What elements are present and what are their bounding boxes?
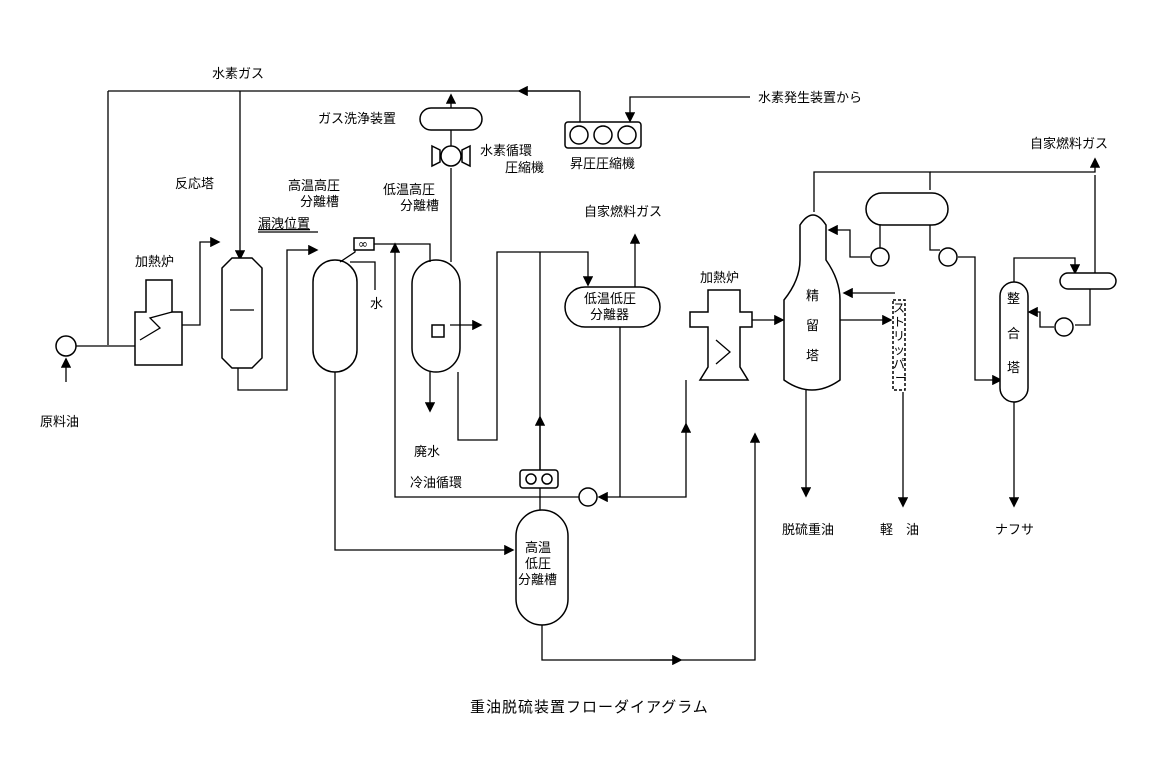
desulf-heavy-oil-label: 脱硫重油 [782,522,834,538]
stripper-label-6: ー [895,371,907,385]
gas-washer-icon [419,107,483,131]
lt-hp-separator-label-1: 低温高圧 [383,182,435,198]
compressors [419,107,642,168]
hydrogen-lines [107,85,750,345]
stripper-label-3: リ [893,329,905,343]
stripper-label-1: ス [893,301,905,315]
h2-recycle-label-2: 圧縮機 [505,160,544,176]
waste-water-label: 廃水 [414,444,440,460]
lt-lp-separator-label-2: 分離器 [590,308,629,323]
reactor-label: 反応塔 [175,177,214,192]
feed-section [55,236,319,391]
heater-left-icon [134,279,183,366]
reactor-icon [221,257,263,369]
stripper-icon [892,299,906,391]
fractionator-icon [783,214,841,391]
water-label: 水 [370,297,383,312]
fractionator-label-2: 留 [806,319,819,334]
booster-compressor-label: 昇圧圧縮機 [570,156,635,172]
fractionator-label-3: 塔 [806,349,819,364]
ht-hp-separator-label-1: 高温高圧 [288,178,340,194]
separators: ∞ [312,233,761,666]
hydrogen-gas-label: 水素ガス [212,67,264,82]
ht-hp-separator-label-2: 分離槽 [300,195,339,210]
recycle-pump [578,487,598,507]
lt-lp-separator-label-1: 低温低圧 [584,292,636,307]
ht-lp-separator-label-3: 分離槽 [518,573,557,588]
stripper-label-2: ト [893,315,905,329]
leak-position-label: 漏洩位置 [258,216,310,232]
own-fuel-gas-mid-label: 自家燃料ガス [584,204,662,220]
stabilizer-pump [1054,317,1074,337]
reflux-pump [870,247,890,267]
lt-lp-separator-icon [564,286,661,328]
overhead-drum-icon [865,192,949,226]
cold-oil-recycle-label: 冷油循環 [410,476,462,491]
h2-recycle-compressor-icon [431,144,441,168]
from-h2-plant-label: 水素発生装置から [758,91,862,106]
ht-hp-separator-icon [312,259,358,373]
heater-right-icon [689,289,753,381]
lt-hp-separator-icon [411,259,461,373]
stripper-label-5: パ [893,357,905,371]
stabilizer-label-2: 合 [1007,327,1020,342]
lt-hp-separator-label-2: 分離槽 [400,199,439,214]
gas-washer-label: ガス洗浄装置 [318,112,396,127]
svg-text:∞: ∞ [358,237,368,251]
ht-lp-separator-label-1: 高温 [525,540,551,556]
h2-recycle-label-1: 水素循環 [480,144,532,159]
own-fuel-gas-top-label: 自家燃料ガス [1030,136,1108,152]
heater-left-label: 加熱炉 [135,255,174,270]
stabilizer-label-1: 整 [1007,292,1020,307]
stripper-label-4: ッ [893,343,905,357]
naphtha-label: ナフサ [995,523,1034,538]
feed-pump [55,335,77,357]
feed-oil-label: 原料油 [40,415,79,430]
stabilizer-drum-icon [1059,272,1117,290]
diagram-title: 重油脱硫装置フローダイアグラム [470,698,709,716]
ht-lp-separator-label-2: 低圧 [525,557,551,572]
fractionation-section [685,157,1117,508]
heater-right-label: 加熱炉 [700,271,739,286]
labels: 水素ガス 水素発生装置から ガス洗浄装置 水素循環 圧縮機 昇圧圧縮機 自家燃料… [40,67,1108,588]
fractionator-label-1: 精 [806,289,819,304]
product-pump [938,247,958,267]
light-oil-label: 軽 油 [880,523,919,538]
stabilizer-label-3: 塔 [1007,361,1020,376]
